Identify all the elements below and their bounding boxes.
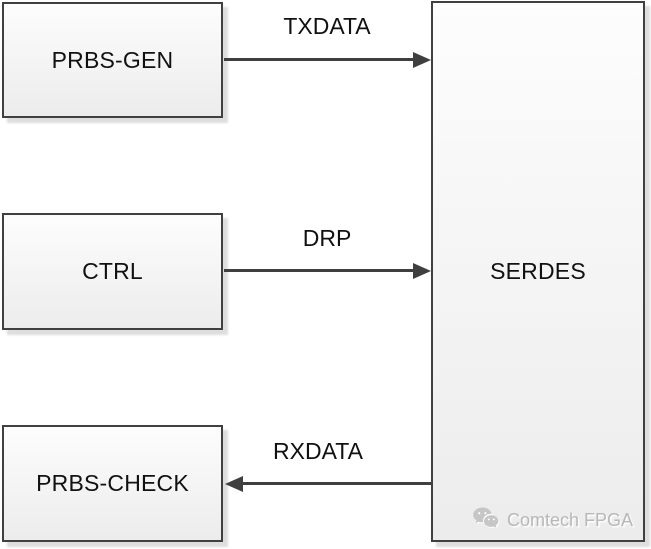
block-serdes-label: SERDES bbox=[490, 258, 586, 284]
block-prbs-gen-label: PRBS-GEN bbox=[51, 46, 174, 73]
block-prbs-gen: PRBS-GEN bbox=[2, 2, 223, 118]
arrow-txdata-label: TXDATA bbox=[283, 13, 371, 39]
block-ctrl: CTRL bbox=[2, 213, 223, 330]
watermark-label: Comtech FPGA bbox=[506, 510, 633, 530]
block-prbs-check-label: PRBS-CHECK bbox=[36, 470, 189, 496]
arrow-drp-line bbox=[224, 269, 413, 272]
arrow-drp-label: DRP bbox=[302, 225, 352, 251]
block-prbs-check: PRBS-CHECK bbox=[2, 425, 223, 542]
wechat-icon bbox=[472, 506, 500, 535]
arrow-rxdata-label: RXDATA bbox=[273, 438, 363, 464]
arrow-txdata-head-icon bbox=[413, 52, 431, 68]
watermark: Comtech FPGA bbox=[472, 506, 633, 535]
arrow-rxdata-head-icon bbox=[225, 476, 243, 492]
block-serdes: SERDES bbox=[431, 1, 645, 542]
block-ctrl-label: CTRL bbox=[82, 258, 143, 284]
arrow-txdata-line bbox=[224, 58, 413, 61]
arrow-rxdata-line bbox=[243, 482, 431, 485]
arrow-drp-head-icon bbox=[413, 263, 431, 279]
